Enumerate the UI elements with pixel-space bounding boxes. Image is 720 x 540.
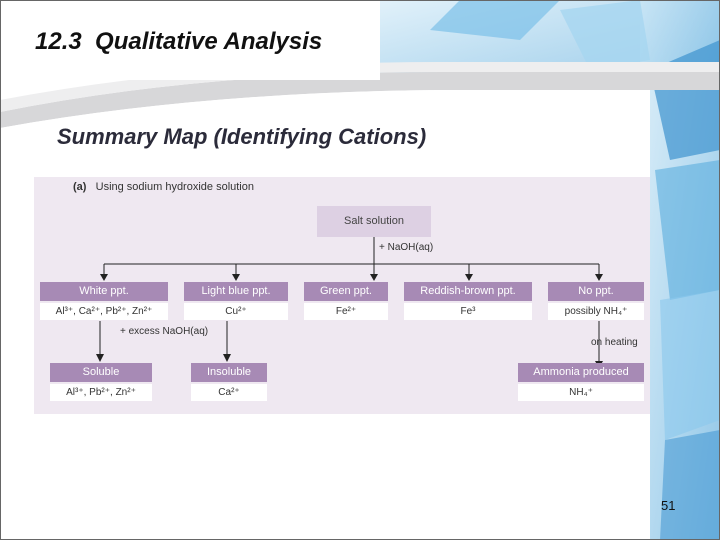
page-number: 51 [661,498,676,513]
white-ppt-ions: Al³⁺, Ca²⁺, Pb²⁺, Zn²⁺ [40,303,168,320]
panel-caption: Using sodium hydroxide solution [95,181,254,193]
light-blue-ppt-node: Light blue ppt. [184,282,288,301]
reagent-excess-naoh-label: + excess NaOH(aq) [120,326,209,337]
ammonia-produced-node: Ammonia produced [518,363,644,382]
reagent-naoh-label: + NaOH(aq) [379,242,434,253]
flow-connectors [96,237,603,368]
panel-letter: (a) [73,181,87,193]
on-heating-label: on heating [591,337,638,348]
panel-label: (a) Using sodium hydroxide solution [73,181,254,193]
soluble-ions: Al³⁺, Pb²⁺, Zn²⁺ [50,384,152,401]
no-ppt-ions: possibly NH₄⁺ [548,303,644,320]
no-ppt-node: No ppt. [548,282,644,301]
green-ppt-node: Green ppt. [304,282,388,301]
light-blue-ppt-ions: Cu²⁺ [184,303,288,320]
slide-subtitle: Summary Map (Identifying Cations) [57,124,427,149]
ammonia-produced-ions: NH₄⁺ [518,384,644,401]
soluble-node: Soluble [50,363,152,382]
reddish-brown-ppt-ions: Fe³ [404,303,532,320]
insoluble-node: Insoluble [191,363,267,382]
reddish-brown-ppt-node: Reddish-brown ppt. [404,282,532,301]
summary-map-panel: (a) Using sodium hydroxide solution Salt… [34,177,650,414]
slide-title: 12.3 Qualitative Analysis [35,28,323,55]
insoluble-ions: Ca²⁺ [191,384,267,401]
salt-solution-node: Salt solution [317,206,431,237]
green-ppt-ions: Fe²⁺ [304,303,388,320]
white-ppt-node: White ppt. [40,282,168,301]
